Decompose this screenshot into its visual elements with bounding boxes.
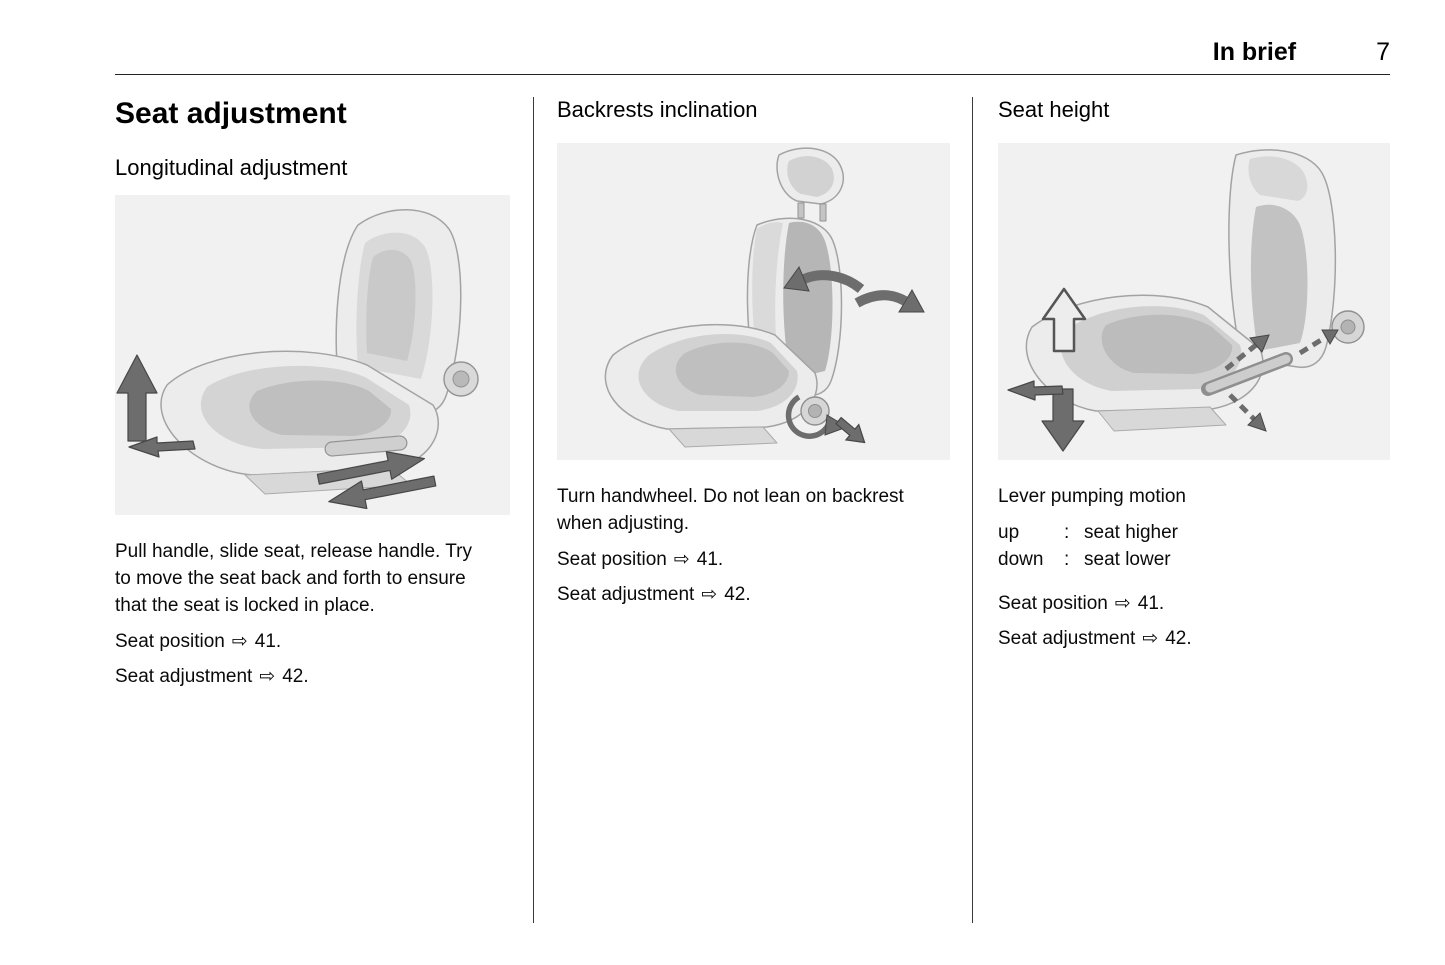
cross-reference-seat-adjustment: Seat adjustment ⇨ 42. <box>115 663 510 690</box>
page-reference-arrow-icon: ⇨ <box>1114 593 1131 614</box>
xref-page: 42. <box>1165 628 1192 649</box>
recline-knob <box>443 361 479 397</box>
seat-graphic <box>1025 149 1365 432</box>
definition-row-up: up : seat higher <box>998 519 1390 546</box>
lever-out-arrow <box>1007 380 1064 401</box>
seat-longitudinal-graphic <box>115 195 510 515</box>
page-reference-arrow-icon: ⇨ <box>701 584 718 605</box>
page-reference-arrow-icon: ⇨ <box>259 666 276 687</box>
slide-direction-arrows <box>316 451 437 510</box>
seat-graphic <box>604 147 844 448</box>
xref-page: 42. <box>724 584 751 605</box>
column-seat-height: Seat height <box>998 97 1390 660</box>
instruction-text: Lever pumping motion <box>998 486 1186 507</box>
instruction-text: Turn handwheel. Do not lean on backrest … <box>557 486 904 534</box>
height-arrows <box>1007 287 1339 452</box>
seat-illustration-longitudinal <box>115 195 510 515</box>
column-divider-1 <box>533 97 534 923</box>
xref-label: Seat adjustment <box>115 666 253 687</box>
cross-reference-seat-adjustment: Seat adjustment ⇨ 42. <box>557 581 950 608</box>
definition-row-down: down : seat lower <box>998 546 1390 573</box>
pull-handle <box>324 435 408 457</box>
cross-reference-seat-position: Seat position ⇨ 41. <box>557 546 950 573</box>
longitudinal-arrows <box>116 354 437 510</box>
def-separator: : <box>1064 549 1070 570</box>
lever-motion-definitions: up : seat higher down : seat lower <box>998 519 1390 573</box>
def-separator: : <box>1064 522 1070 543</box>
subsection-title-backrest: Backrests inclination <box>557 97 758 122</box>
backrest-tilt-arrows <box>783 265 925 313</box>
seat-illustration-height <box>998 143 1390 460</box>
xref-label: Seat position <box>115 631 225 652</box>
page-reference-arrow-icon: ⇨ <box>673 549 690 570</box>
subsection-title-longitudinal: Longitudinal adjustment <box>115 155 348 180</box>
xref-page: 41. <box>1137 593 1165 614</box>
cross-reference-seat-position: Seat position ⇨ 41. <box>115 628 510 655</box>
cross-reference-seat-position: Seat position ⇨ 41. <box>998 590 1390 617</box>
seat-up-arrow <box>1041 287 1087 353</box>
def-description: seat lower <box>1084 549 1171 570</box>
page-number: 7 <box>1376 38 1390 66</box>
seat-height-graphic <box>998 143 1390 460</box>
header-rule <box>115 74 1390 75</box>
xref-page: 42. <box>282 666 309 687</box>
xref-label: Seat adjustment <box>557 584 695 605</box>
column-backrest-inclination: Backrests inclination <box>557 97 950 616</box>
column-divider-2 <box>972 97 973 923</box>
xref-page: 41. <box>254 631 282 652</box>
column-seat-adjustment: Seat adjustment Longitudinal adjustment <box>115 97 510 698</box>
seat-down-arrow <box>1041 388 1085 452</box>
page-reference-arrow-icon: ⇨ <box>1142 628 1159 649</box>
handle-pull-arrow <box>128 436 196 458</box>
recline-handwheel <box>800 396 830 426</box>
lever-pump-down-arrow <box>1228 393 1267 432</box>
page-header: In brief 7 <box>115 38 1390 67</box>
def-term: down <box>998 549 1044 570</box>
chapter-title: In brief <box>1212 38 1297 66</box>
seat-illustration-backrest <box>557 143 950 460</box>
instruction-text: Pull handle, slide seat, release handle.… <box>115 541 472 616</box>
lever-pump-up-arrow <box>1224 329 1339 371</box>
def-term: up <box>998 522 1020 543</box>
height-lever <box>1201 352 1293 396</box>
seat-graphic <box>160 209 479 495</box>
def-description: seat higher <box>1084 522 1179 543</box>
handwheel-rotate-arrows <box>785 394 866 444</box>
seat-backrest-graphic <box>557 143 950 460</box>
lift-handle-up-arrow <box>116 354 158 442</box>
section-title: Seat adjustment <box>115 97 347 130</box>
xref-label: Seat position <box>998 593 1108 614</box>
xref-label: Seat position <box>557 549 667 570</box>
subsection-title-seat-height: Seat height <box>998 97 1110 122</box>
cross-reference-seat-adjustment: Seat adjustment ⇨ 42. <box>998 625 1390 652</box>
xref-label: Seat adjustment <box>998 628 1136 649</box>
headrest <box>776 147 844 222</box>
page-reference-arrow-icon: ⇨ <box>231 631 248 652</box>
xref-page: 41. <box>696 549 724 570</box>
recline-knob <box>1331 310 1365 344</box>
